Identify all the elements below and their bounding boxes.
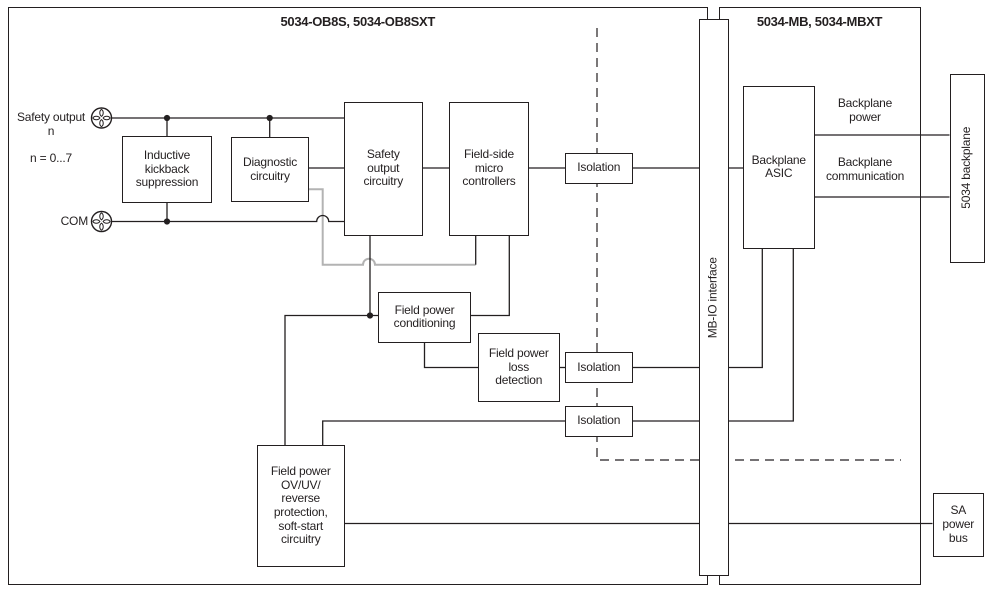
wire-fpc-to-loss	[423, 342, 478, 369]
mb-io-interface-label: MB-IO interface	[705, 256, 720, 339]
screw-terminal-icon-com	[90, 210, 113, 233]
label-safety-output: Safety output n	[16, 110, 86, 138]
label-com: COM	[60, 214, 89, 228]
block-mb-io-interface: MB-IO interface	[699, 19, 729, 576]
junction-dot	[163, 218, 171, 225]
block-isolation-mid: Isolation	[565, 352, 633, 383]
secondary-wire	[309, 188, 476, 266]
block-sa-power-bus: SA power bus	[932, 492, 984, 557]
block-diagnostic-circuitry: Diagnostic circuitry	[231, 137, 309, 202]
module-box-output	[8, 7, 708, 585]
block-field-power-loss-detection: Field power loss detection	[478, 333, 560, 402]
junction-dot	[366, 312, 374, 319]
wire-isolation-mid-to-asic	[632, 248, 763, 369]
block-inductive-kickback-suppression: Inductive kickback suppression	[122, 136, 212, 203]
label-backplane-communication: Backplane communication	[825, 155, 905, 183]
wire-isolation-bottom-to-asic	[632, 248, 794, 422]
wire-protection-to-isolation	[322, 420, 565, 445]
block-field-power-protection: Field power OV/UV/ reverse protection, s…	[257, 445, 345, 567]
block-backplane-asic: Backplane ASIC	[743, 86, 815, 249]
primary-wires	[112, 117, 950, 525]
block-isolation-bottom: Isolation	[565, 405, 633, 437]
block-isolation-top: Isolation	[565, 152, 633, 184]
label-output-range: n = 0...7	[30, 151, 72, 165]
screw-terminal-icon-safety-output	[90, 107, 113, 129]
block-safety-output-circuitry: Safety output circuitry	[344, 101, 423, 236]
module-title-mb: 5034-MB, 5034-MBXT	[756, 14, 883, 29]
wire-fpc-to-protection	[284, 314, 378, 445]
block-field-side-micro-controllers: Field-side micro controllers	[449, 101, 529, 236]
block-5034-backplane: 5034 backplane	[949, 74, 985, 263]
junction-dot	[266, 114, 273, 122]
backplane-5034-label: 5034 backplane	[959, 127, 974, 210]
junction-dots	[163, 114, 374, 319]
junction-dot	[163, 114, 171, 122]
wire-com	[112, 214, 344, 223]
module-title-output: 5034-OB8S, 5034-OB8SXT	[280, 14, 436, 29]
block-field-power-conditioning: Field power conditioning	[378, 292, 471, 343]
wire-micro-to-fpc	[471, 235, 510, 317]
label-backplane-power: Backplane power	[837, 96, 893, 124]
